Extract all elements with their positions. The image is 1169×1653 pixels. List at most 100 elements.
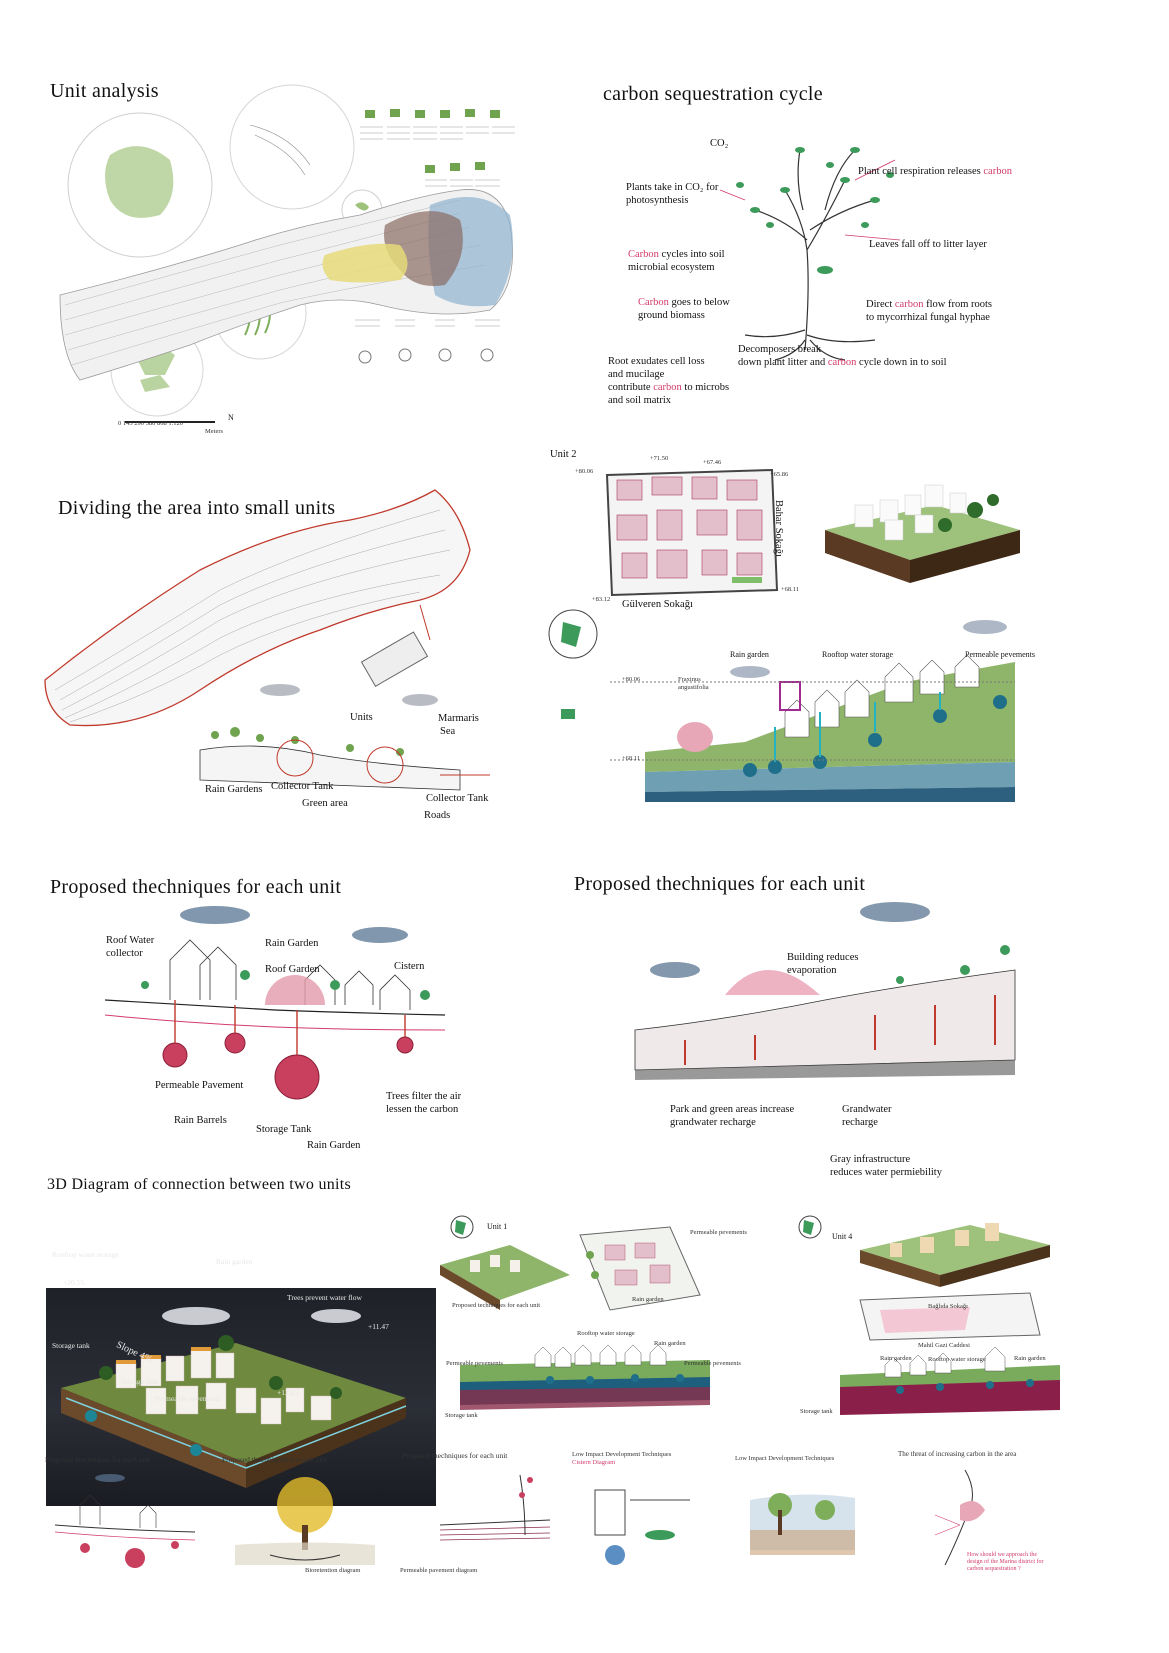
street-bahar: Bahar Sokağı [773,500,784,557]
thumb6-question: How should we approach the design of the… [967,1552,1044,1572]
permeable-pavement-label: Permeable Pavement [155,1080,244,1091]
unit2-3d-block [825,484,1020,583]
3d-level2: +11.47 [368,1322,389,1331]
rain-garden-label: Rain Garden [265,938,319,949]
green-area-label: Green area [302,798,348,809]
unit1-permeable: Permeable pevements [690,1229,747,1236]
unit4-street1: Bağlıda Sokağı [928,1303,968,1310]
unit1-rooftop: Rooftop water storage [577,1330,635,1337]
unit4-storage: Storage tank [800,1408,833,1415]
unit1-permeable3: Permeable pevements [684,1360,741,1367]
co2-label: CO₂ [710,138,729,149]
unit1-rain-garden: Rain garden [632,1296,664,1303]
proposed-left-sketch [104,906,446,1100]
heading-carbon-cycle: carbon sequestration cycle [603,83,823,105]
heading-unit-analysis: Unit analysis [50,80,159,102]
unit2-level-3: +67.46 [703,459,722,466]
units-label: Units [350,712,373,723]
unit1-render [440,1215,710,1410]
3d-diagram-render [61,1307,407,1488]
map-scale: 0 145 290 580 868 1.120 [118,420,183,427]
unit-analysis-map [59,84,513,423]
thumb2-title: Proposed thechniques for each unit [222,1455,328,1464]
thumb1-title: Proposed thechniques for each unit [45,1455,151,1464]
unit2-tree-name: Fraxinus angustifolia [678,676,709,691]
unit2-rain-garden: Rain garden [730,650,769,659]
unit2-level-bottom: +68.11 [622,755,641,762]
tree-sketch [719,147,901,361]
thumb5-sketch [750,1493,855,1555]
3d-level3: +12.03 [277,1388,299,1397]
3d-rooftop-label: Rooftop water storage [52,1250,119,1259]
respiration-label: Plant cell respiration releases carbon [858,166,1012,177]
unit1-title: Unit 1 [487,1222,508,1231]
heading-proposed-right: Proposed thechniques for each unit [574,873,866,895]
thumb6-sketch [934,1469,985,1566]
3d-rain-garden-label: Rain garden [216,1257,253,1266]
collector-tank-label: Collector Tank [271,781,334,792]
3d-storage2-label: Storage tank [121,1377,159,1386]
unit4-street2: Mahil Gazi Caddesi [918,1342,970,1349]
thumb3-title: Proposed thechniques for each unit [402,1451,508,1460]
thumb2-sketch [235,1477,375,1565]
north-arrow: N [228,413,234,422]
unit2-level-6: +83.12 [592,596,611,603]
unit2-level-4: +65.86 [770,471,789,478]
rain-gardens-label: Rain Gardens [205,784,263,795]
thumb1-sketch [54,1474,196,1568]
unit1-permeable2: Permeable pevements [446,1360,503,1367]
thumb3-sketch [439,1474,551,1541]
heading-dividing: Dividing the area into small units [58,497,336,519]
unit2-level-top: +80.06 [622,676,641,683]
unit1-storage: Storage tank [445,1412,478,1419]
unit2-title: Unit 2 [550,449,577,460]
unit2-section [548,609,1015,802]
proposed-right-sketch [634,902,1016,1080]
unit1-proposed: Proposed techniques for each unit [452,1302,541,1309]
storage-tank-label: Storage Tank [256,1124,312,1135]
map-scale-unit: Meters [205,428,224,435]
unit2-plan [605,468,779,597]
unit2-level-2: +71.50 [650,455,669,462]
unit4-rain-garden: Rain garden [880,1355,912,1362]
thumb4-sketch [594,1489,690,1565]
roads-label: Roads [424,810,451,821]
thumb3-sub: Permeable pavement diagram [400,1567,478,1574]
dividing-units-map [44,489,490,791]
rain-barrels-label: Rain Barrels [174,1115,227,1126]
3d-trees-label: Trees prevent water flow [287,1293,362,1302]
3d-permeable-label: Permeable pevements [155,1394,221,1403]
unit2-permeable: Permeable pevements [965,650,1035,659]
street-gulveren: Gülveren Sokağı [622,599,693,610]
heading-proposed-left: Proposed thechniques for each unit [50,876,342,898]
unit4-title: Unit 4 [832,1232,853,1241]
unit4-rooftop: Rooftop water storage [928,1356,986,1363]
unit2-level-1: +80.06 [575,468,594,475]
thumb6-title: The threat of increasing carbon in the a… [898,1450,1017,1458]
roof-garden-label: Roof Garden [265,964,320,975]
unit1-rain-garden2: Rain garden [654,1340,686,1347]
unit4-render [798,1215,1060,1415]
rain-garden-2-label: Rain Garden [307,1140,361,1151]
thumb5-title: Low Impact Development Techniques [735,1455,835,1462]
collector-tank-2-label: Collector Tank [426,793,489,804]
unit-analysis-legend [355,109,515,364]
cistern-label: Cistern [394,961,425,972]
3d-level1: +20.55 [63,1278,85,1287]
3d-storage-label: Storage tank [52,1341,90,1350]
heading-3d-diagram: 3D Diagram of connection between two uni… [47,1176,352,1193]
